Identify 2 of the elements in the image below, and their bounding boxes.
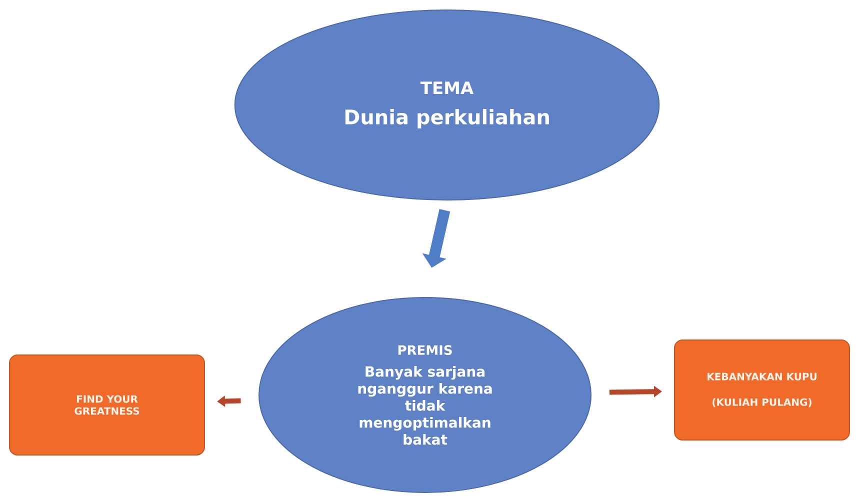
result-box: FIND YOUR GREATNESS [9, 354, 205, 456]
result-box: KEBANYAKAN KUPU (KULIAH PULANG) [674, 340, 850, 440]
